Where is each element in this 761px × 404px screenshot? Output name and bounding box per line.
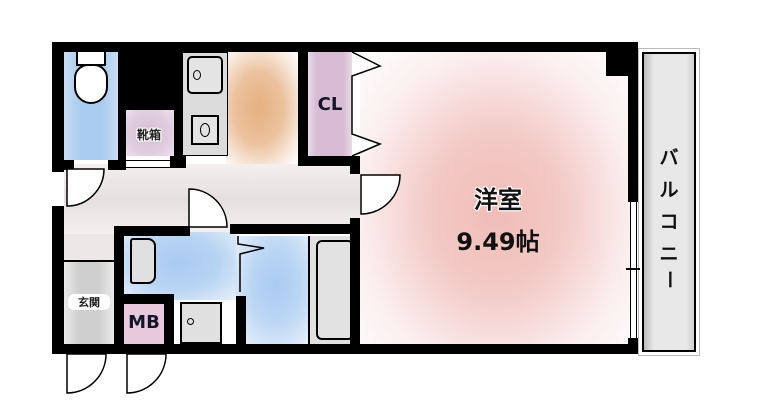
meter-box-label: MB xyxy=(128,312,160,333)
wall-top xyxy=(52,42,638,52)
balcony-char-1: バ xyxy=(659,147,679,169)
wall-bath-partition xyxy=(236,296,246,354)
wall-mb-right xyxy=(164,294,174,354)
hallway-fill-lower xyxy=(64,234,114,262)
entrance-step xyxy=(64,260,114,262)
shoe-box-sliding-door[interactable] xyxy=(126,160,174,168)
western-room-fill xyxy=(360,52,632,344)
wall-closet-corner xyxy=(350,156,360,174)
wall-right-corner-column xyxy=(606,52,628,76)
wall-toilet-block xyxy=(118,52,182,110)
balcony-char-5: ー xyxy=(658,270,680,289)
washbasin xyxy=(130,238,156,284)
western-room-size: 9.49帖 xyxy=(456,228,540,256)
wall-left-bottom xyxy=(52,206,64,354)
washroom-door[interactable] xyxy=(188,188,232,232)
window-mullion xyxy=(626,268,640,270)
balcony-char-2: ル xyxy=(659,179,679,201)
entrance-door[interactable] xyxy=(66,354,112,396)
kitchen-sink xyxy=(187,56,223,94)
kitchen-fill xyxy=(226,52,298,164)
wall-left-top xyxy=(52,42,64,172)
meter-box-area xyxy=(124,304,164,344)
wall-kitchen-left xyxy=(174,52,182,164)
wall-closet-bottom xyxy=(298,156,360,166)
washing-machine-pan xyxy=(180,302,222,344)
stove xyxy=(191,115,219,145)
wall-bath-top xyxy=(230,224,360,234)
sink-drain xyxy=(193,70,201,80)
wall-bottom xyxy=(52,344,638,354)
meter-box-door[interactable] xyxy=(126,354,170,396)
balcony-char-4: ニ xyxy=(659,243,679,265)
toilet-bowl xyxy=(74,64,108,104)
wall-hall-top-left xyxy=(64,160,74,170)
western-room-door[interactable] xyxy=(360,174,404,218)
wall-hall-top-mid xyxy=(108,160,126,170)
closet-label: CL xyxy=(317,94,343,115)
wall-right-bottom-stub xyxy=(628,338,638,354)
entrance-label: 玄関 xyxy=(68,294,110,310)
closet-area xyxy=(308,52,352,156)
wall-western-room-left-lower xyxy=(350,218,360,354)
shoe-box-area xyxy=(124,110,174,156)
shoe-box-label: 靴箱 xyxy=(136,128,161,142)
wall-mb-top xyxy=(114,294,174,304)
balcony-window[interactable] xyxy=(630,202,637,338)
bathroom-folding-door[interactable] xyxy=(234,234,270,294)
balcony-area xyxy=(638,48,700,356)
wall-washroom-left xyxy=(114,226,124,354)
balcony-floor xyxy=(642,52,696,352)
bath-entry-fill xyxy=(236,236,308,344)
wall-right-top xyxy=(628,42,638,202)
washing-machine-drain xyxy=(187,318,194,325)
balcony-label: バ ル コ ニ ー xyxy=(644,142,694,289)
bathtub-basin xyxy=(316,240,354,340)
balcony-char-3: コ xyxy=(659,211,679,233)
toilet-door[interactable] xyxy=(66,168,110,212)
wall-shoebox-right xyxy=(170,156,186,168)
western-room-name: 洋室 xyxy=(474,186,522,214)
wall-washroom-top xyxy=(114,226,190,236)
closet-folding-door[interactable] xyxy=(348,52,388,158)
stove-burner xyxy=(200,123,210,137)
wall-closet-left xyxy=(298,52,308,166)
